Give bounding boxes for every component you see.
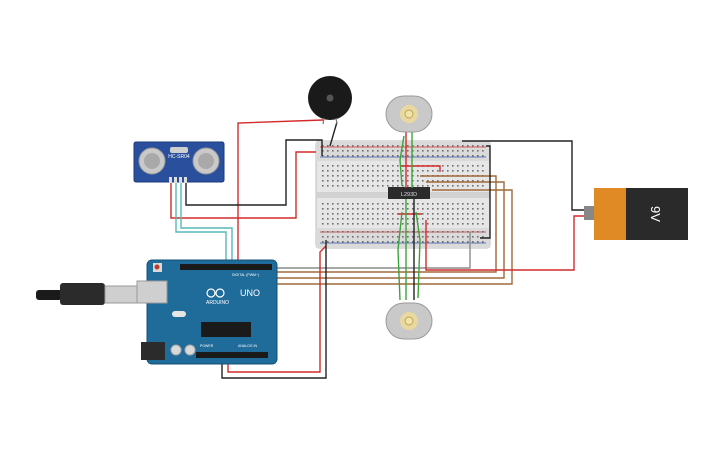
wire-5v-red (227, 245, 327, 373)
wire-rail-red-mid (400, 165, 441, 172)
dc-motor-top[interactable] (385, 95, 433, 133)
analog-label: ANALOG IN (238, 344, 258, 348)
wire-sensor-vcc (170, 151, 316, 219)
wire-buzzer-red (237, 119, 324, 262)
wire-d-gray (276, 232, 471, 269)
battery-voltage-label: 9V (648, 206, 663, 222)
battery-9v[interactable]: 9V (584, 188, 688, 240)
wire-sensor-trig (175, 183, 227, 262)
dc-motor-bottom[interactable] (385, 302, 433, 340)
wire-d-brown-1 (276, 175, 497, 273)
arduino-model-text: UNO (240, 288, 260, 298)
arduino-brand-text: ARDUINO (206, 300, 229, 306)
wire-motor-bot-3 (397, 211, 403, 301)
arduino-uno[interactable]: UNO ARDUINO DIGITAL (PWM~) POWER ANALOG … (136, 259, 278, 365)
arduino-logo (206, 288, 225, 298)
wire-rail-black-right (480, 145, 491, 239)
wire-sensor-gnd (185, 139, 323, 206)
motor-driver-chip[interactable]: L293D (388, 187, 430, 199)
wire-motor-bot-4 (415, 211, 421, 299)
digital-header-label: DIGITAL (PWM~) (232, 273, 259, 277)
chip-label: L293D (401, 192, 417, 198)
wire-d-brown-3 (276, 189, 513, 285)
wire-batt-black (462, 140, 584, 211)
sensor-model-label: HC-SR04 (168, 154, 190, 160)
buzzer[interactable] (308, 76, 352, 125)
wire-motor-top-3 (399, 135, 405, 187)
wire-batt-red (425, 215, 584, 271)
ultrasonic-sensor[interactable]: HC-SR04 (133, 141, 225, 183)
wire-buzzer-black (329, 121, 338, 147)
sensor-pins (169, 177, 187, 183)
wire-d-brown-2 (276, 181, 505, 279)
wire-sensor-echo (180, 183, 233, 262)
usb-cable[interactable] (36, 283, 138, 305)
power-label: POWER (200, 344, 214, 348)
